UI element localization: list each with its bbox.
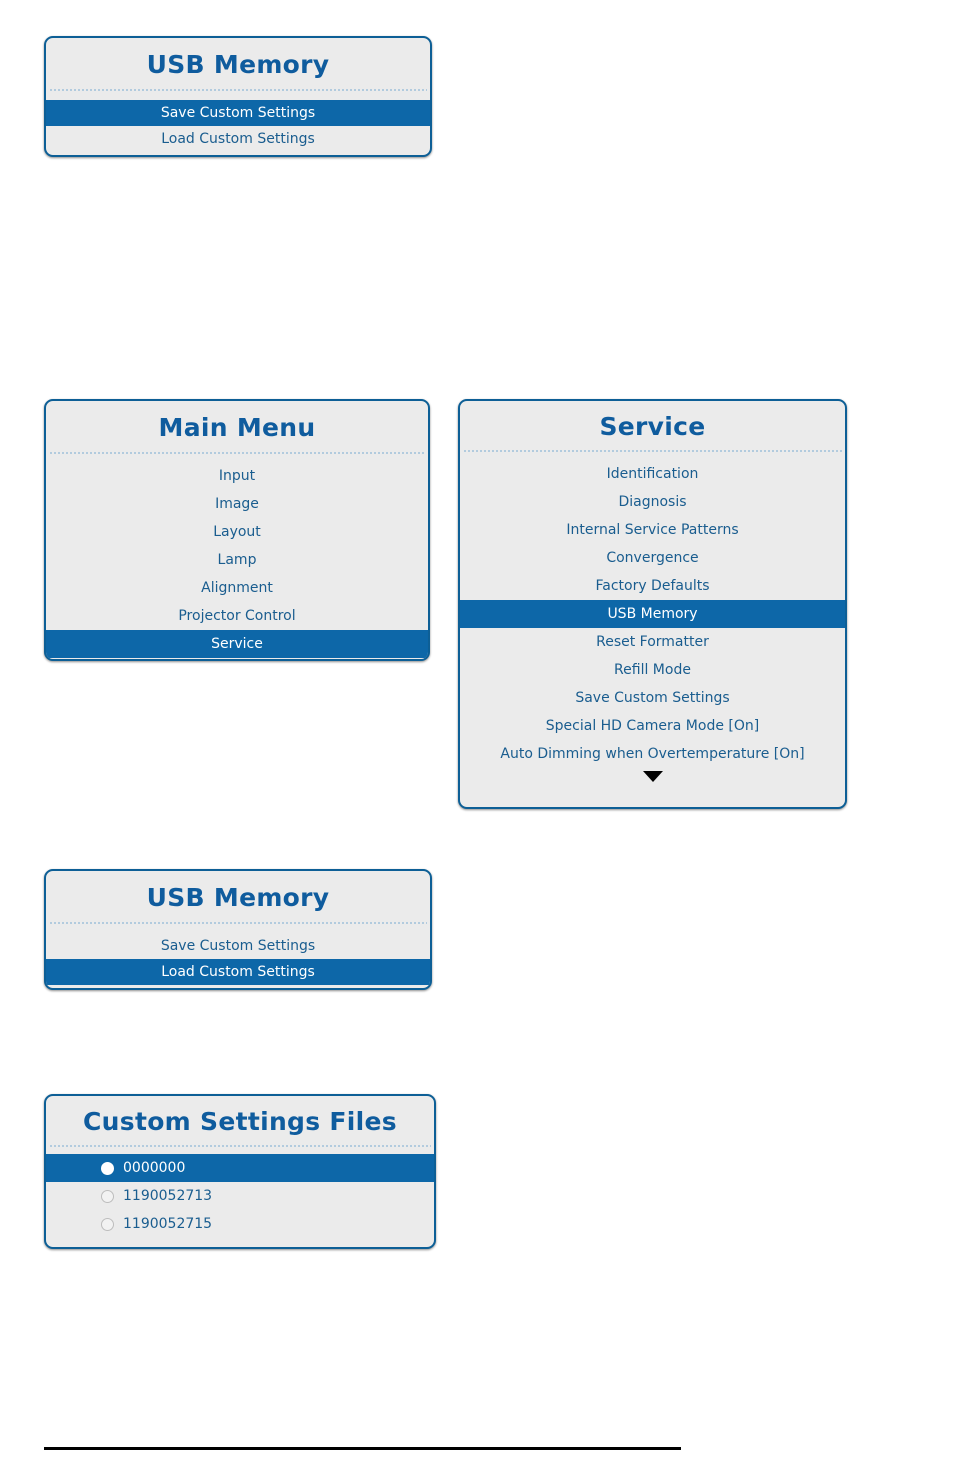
file-list-item[interactable]: 1190052713	[46, 1182, 434, 1210]
radio-button-icon	[101, 1161, 114, 1175]
panel-title: Service	[599, 412, 706, 441]
title-separator	[49, 452, 425, 454]
file-list-item[interactable]: 0000000	[46, 1154, 434, 1182]
menu-item-list: Save Custom Settings Load Custom Setting…	[46, 100, 430, 152]
osd-panel-custom-settings-files: Custom Settings Files 0000000 1190052713…	[44, 1094, 436, 1249]
scroll-indicator-row	[460, 768, 845, 786]
osd-panel-service: Service Identification Diagnosis Interna…	[458, 399, 847, 809]
menu-item-list: Input Image Layout Lamp Alignment Projec…	[46, 462, 428, 658]
osd-panel-main-menu: Main Menu Input Image Layout Lamp Alignm…	[44, 399, 430, 661]
menu-item-projector-control[interactable]: Projector Control	[178, 608, 296, 624]
menu-item-identification[interactable]: Identification	[606, 466, 699, 482]
menu-item-special-hd-camera-mode[interactable]: Special HD Camera Mode [On]	[545, 718, 760, 734]
title-separator	[49, 1145, 431, 1147]
menu-item-load-custom-settings[interactable]: Load Custom Settings	[161, 131, 315, 147]
menu-item-list: Save Custom Settings Load Custom Setting…	[46, 933, 430, 985]
menu-item-internal-service-patterns[interactable]: Internal Service Patterns	[566, 522, 739, 538]
menu-item-reset-formatter[interactable]: Reset Formatter	[596, 634, 709, 650]
menu-item-layout[interactable]: Layout	[213, 524, 261, 540]
file-list-item-label: 0000000	[123, 1160, 186, 1176]
panel-title: Custom Settings Files	[83, 1107, 397, 1136]
menu-item-diagnosis[interactable]: Diagnosis	[618, 494, 687, 510]
title-separator	[49, 922, 427, 924]
osd-panel-usb-memory-load: USB Memory Save Custom Settings Load Cus…	[44, 869, 432, 990]
menu-item-alignment[interactable]: Alignment	[201, 580, 273, 596]
menu-item-usb-memory[interactable]: USB Memory	[460, 600, 845, 628]
panel-title: Main Menu	[158, 413, 316, 442]
menu-item-convergence[interactable]: Convergence	[606, 550, 699, 566]
menu-item-save-custom-settings[interactable]: Save Custom Settings	[46, 100, 430, 126]
menu-item-service[interactable]: Service	[46, 630, 428, 658]
menu-item-save-custom-settings[interactable]: Save Custom Settings	[575, 690, 730, 706]
menu-item-image[interactable]: Image	[215, 496, 259, 512]
menu-item-load-custom-settings[interactable]: Load Custom Settings	[46, 959, 430, 985]
menu-item-save-custom-settings[interactable]: Save Custom Settings	[160, 938, 316, 954]
panel-title: USB Memory	[146, 50, 330, 79]
menu-item-auto-dimming-when-overtemperature[interactable]: Auto Dimming when Overtemperature [On]	[500, 746, 805, 762]
footer-divider	[44, 1447, 681, 1450]
osd-panel-usb-memory-save: USB Memory Save Custom Settings Load Cus…	[44, 36, 432, 157]
scroll-down-arrow-icon[interactable]	[642, 771, 663, 782]
file-list-item-label: 1190052715	[123, 1216, 213, 1232]
title-separator	[49, 89, 427, 91]
radio-button-icon	[101, 1217, 114, 1231]
menu-item-list: Identification Diagnosis Internal Servic…	[460, 460, 845, 768]
menu-item-input[interactable]: Input	[218, 468, 256, 484]
file-list-item-label: 1190052713	[123, 1188, 213, 1204]
panel-title: USB Memory	[146, 883, 330, 912]
file-list-item[interactable]: 1190052715	[46, 1210, 434, 1238]
file-list: 0000000 1190052713 1190052715	[46, 1154, 434, 1238]
menu-item-factory-defaults[interactable]: Factory Defaults	[595, 578, 710, 594]
title-separator	[463, 450, 842, 452]
radio-button-icon	[101, 1189, 114, 1203]
menu-item-refill-mode[interactable]: Refill Mode	[614, 662, 691, 678]
menu-item-lamp[interactable]: Lamp	[217, 552, 257, 568]
